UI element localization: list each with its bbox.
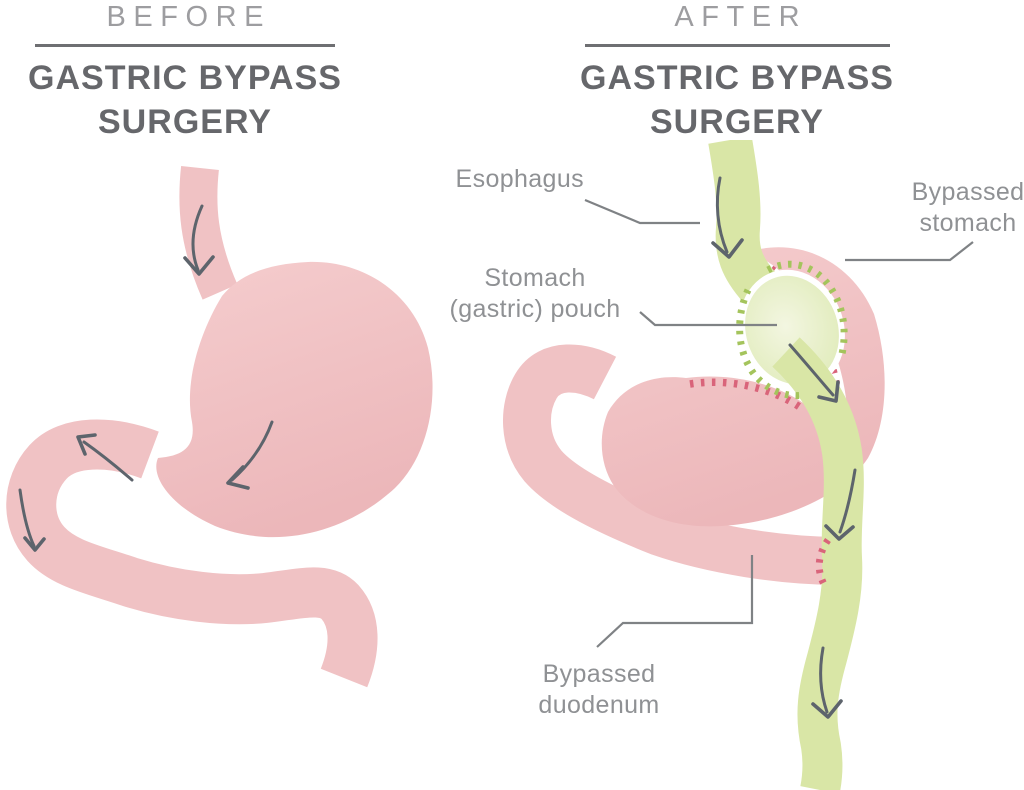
- before-title-line1: GASTRIC BYPASS: [27, 59, 343, 97]
- after-title: GASTRIC BYPASS SURGERY: [562, 57, 912, 144]
- after-pouch-exit-arrow: [788, 343, 835, 397]
- bypassed-duodenum-label: Bypassed duodenum: [527, 659, 671, 721]
- after-esophagus-arrowhead-icon: [711, 238, 744, 259]
- after-pouch-exit-arrowhead-icon: [817, 380, 840, 403]
- suture-red-lower-edge: [689, 378, 807, 414]
- after-limb-mid-arrowhead-icon: [824, 524, 855, 541]
- after-stomach-diagram: [503, 140, 974, 790]
- stomach-pouch-label-line1: Stomach: [484, 264, 586, 292]
- before-antrum-arrowhead-icon: [76, 433, 97, 456]
- pouch-leader-line: [639, 311, 777, 327]
- after-roux-limb-shape: [772, 337, 864, 790]
- before-stomach-shape: [156, 261, 433, 538]
- bypassed-duodenum-label-line2: duodenum: [538, 691, 660, 719]
- before-intestine-shape: [6, 419, 378, 688]
- after-title-line1: GASTRIC BYPASS: [579, 59, 895, 97]
- before-esophagus-arrow: [191, 204, 204, 272]
- before-divider: [35, 44, 335, 47]
- after-limb-bottom-arrow: [819, 646, 829, 714]
- before-antrum-arrow: [82, 440, 134, 482]
- before-title: GASTRIC BYPASS SURGERY: [10, 57, 360, 144]
- before-stomach-diagram: [6, 165, 433, 688]
- after-limb-bottom-arrowhead-icon: [811, 699, 843, 719]
- after-esophagus-arrow: [715, 176, 729, 254]
- before-stomach-arrowhead-icon: [226, 465, 250, 490]
- after-bypassed-stomach-shape: [601, 247, 885, 527]
- suture-red-junction: [815, 537, 831, 588]
- bypassed-stomach-leader-line: [845, 241, 974, 262]
- after-divider: [585, 44, 890, 47]
- bypassed-stomach-label-line1: Bypassed: [911, 178, 1024, 206]
- after-title-line2: SURGERY: [649, 102, 825, 141]
- after-limb-mid-arrow: [838, 468, 857, 534]
- bypassed-duodenum-label-line1: Bypassed: [542, 660, 656, 688]
- after-esophagus-shape: [708, 140, 777, 303]
- esophagus-label: Esophagus: [455, 165, 584, 193]
- suture-green-pouch-left: [736, 288, 805, 400]
- bypassed-stomach-label: Bypassed stomach: [903, 177, 1024, 239]
- suture-green-pouch-right: [766, 260, 848, 355]
- before-intestine-arrowhead-icon: [23, 536, 46, 552]
- before-intestine-arrow: [18, 488, 36, 548]
- before-title-line2: SURGERY: [97, 102, 273, 141]
- bypassed-duodenum-leader-line: [596, 555, 754, 648]
- stomach-pouch-label-line2: (gastric) pouch: [449, 295, 621, 323]
- before-esophagus-arrowhead-icon: [183, 255, 215, 276]
- before-esophagus-shape: [179, 165, 238, 300]
- esophagus-leader-line: [584, 198, 700, 225]
- before-eyebrow: BEFORE: [106, 1, 271, 33]
- after-eyebrow: AFTER: [674, 1, 808, 33]
- after-bypassed-duodenum-shape: [503, 344, 841, 585]
- bypassed-stomach-label-line2: stomach: [919, 209, 1017, 237]
- stomach-pouch-label: Stomach (gastric) pouch: [428, 263, 642, 325]
